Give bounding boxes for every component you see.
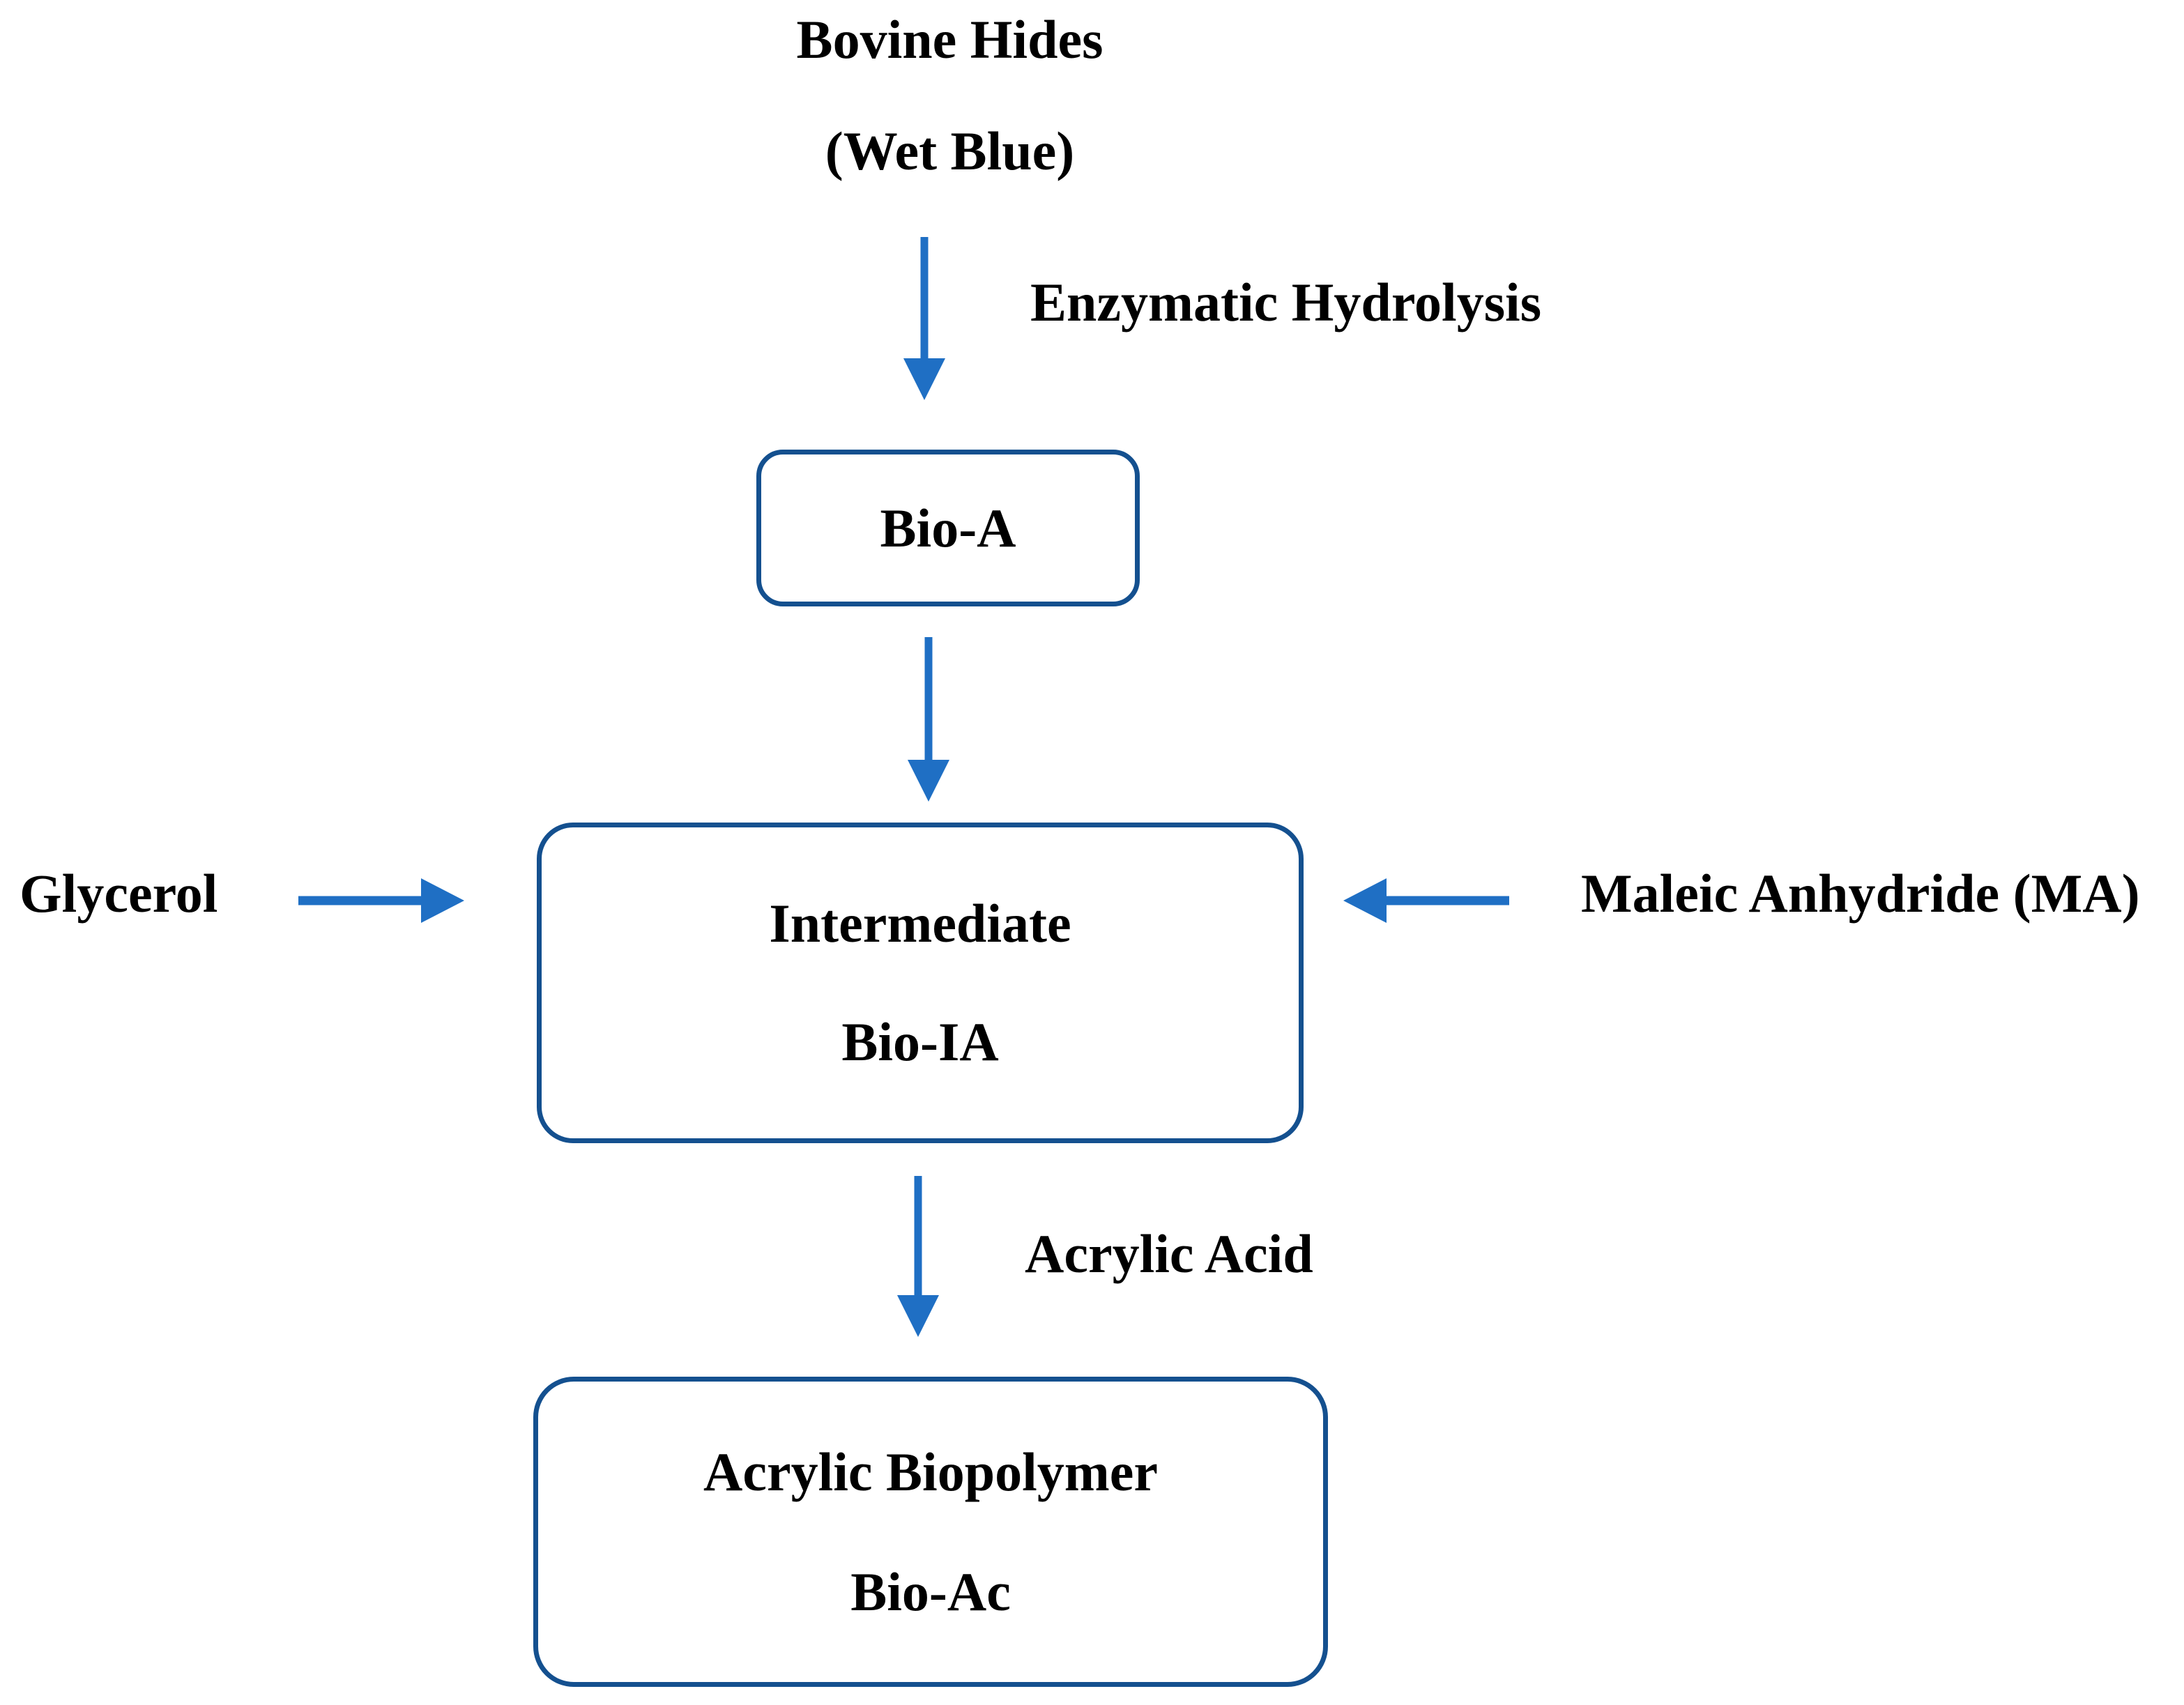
arrow-maleic-anhydride-to-intermediate-icon xyxy=(1343,878,1509,923)
node-bio-a-label: Bio-A xyxy=(880,497,1016,558)
arrow-glycerol-to-intermediate-icon xyxy=(298,878,464,923)
source-material-title-line1: Bovine Hides xyxy=(796,9,1104,70)
node-intermediate-label-line2: Bio-IA xyxy=(841,1011,999,1072)
node-acrylic-biopolymer-label-line2: Bio-Ac xyxy=(850,1561,1011,1622)
edge-label-acrylic-acid: Acrylic Acid xyxy=(1025,1223,1313,1284)
edge-label-enzymatic-hydrolysis: Enzymatic Hydrolysis xyxy=(1030,272,1542,332)
source-material-title-line2: (Wet Blue) xyxy=(825,121,1075,181)
node-intermediate-bio-ia[interactable]: Intermediate Bio-IA xyxy=(537,823,1304,1143)
reagent-label-maleic-anhydride: Maleic Anhydride (MA) xyxy=(1581,863,2140,924)
arrow-hides-to-bio-a-icon xyxy=(903,237,945,400)
arrow-intermediate-to-acrylic-biopolymer-icon xyxy=(897,1176,939,1337)
node-intermediate-label-line1: Intermediate xyxy=(769,893,1071,954)
reagent-label-glycerol: Glycerol xyxy=(20,863,218,924)
arrow-bio-a-to-intermediate-icon xyxy=(908,637,949,802)
node-acrylic-biopolymer-bio-ac[interactable]: Acrylic Biopolymer Bio-Ac xyxy=(533,1377,1328,1687)
node-bio-a[interactable]: Bio-A xyxy=(756,450,1140,606)
node-acrylic-biopolymer-label-line1: Acrylic Biopolymer xyxy=(703,1441,1158,1502)
